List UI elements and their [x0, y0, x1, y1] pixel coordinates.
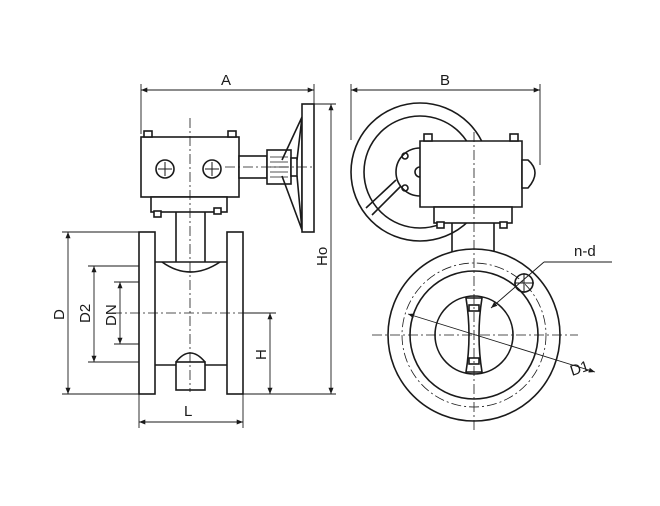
label-DN: DN: [103, 304, 120, 326]
front-view: A Ho D D2 DN H L: [51, 72, 336, 428]
disc-top-curve: [161, 261, 221, 273]
gearbox-base: [150, 196, 228, 213]
label-D1: D1: [568, 358, 592, 380]
end-view: B n-d D1: [350, 72, 612, 430]
label-H: H: [253, 349, 270, 360]
end-view-neck: [451, 223, 495, 252]
label-Ho: Ho: [314, 247, 331, 266]
handwheel-spokes-face: [365, 179, 402, 216]
label-D2: D2: [77, 304, 94, 323]
label-D: D: [51, 309, 68, 320]
gearbox-bolt-right: [202, 159, 222, 179]
gearbox-end: [419, 140, 523, 208]
label-L: L: [184, 403, 192, 420]
bottom-boss: [175, 361, 206, 391]
handwheel-rim: [301, 103, 315, 233]
valve-body: [155, 261, 227, 366]
indicator-cap: [521, 159, 536, 189]
base-bolt: [213, 207, 222, 215]
base-bolt: [153, 210, 162, 218]
disc-bottom-curve: [175, 352, 206, 363]
label-A: A: [221, 72, 231, 89]
gearbox-bolt-left: [155, 159, 175, 179]
valve-neck: [175, 212, 206, 262]
label-B: B: [440, 72, 450, 89]
label-n-d: n-d: [574, 243, 596, 260]
gearbox-end-base: [433, 206, 513, 224]
gearbox-lug: [143, 130, 153, 138]
gearbox-lug: [227, 130, 237, 138]
